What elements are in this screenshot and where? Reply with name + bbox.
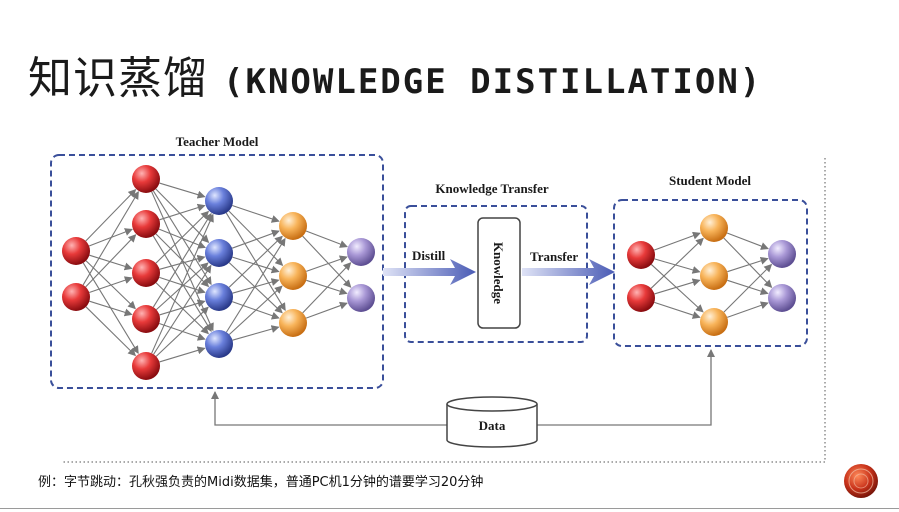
student-connection bbox=[726, 232, 769, 250]
teacher-connection bbox=[153, 264, 212, 355]
teacher-connection bbox=[159, 346, 206, 363]
teacher-input-node bbox=[62, 237, 90, 265]
student-connection bbox=[727, 301, 769, 318]
student-connection bbox=[727, 256, 769, 273]
student-connection bbox=[650, 264, 704, 313]
teacher-hidden2-node bbox=[205, 330, 233, 358]
footnote: 例：字节跳动：孔秋强负责的Midi数据集，普通PC机1分钟的谱要学习20分钟 bbox=[38, 475, 484, 490]
teacher-hidden3-node bbox=[279, 262, 307, 290]
teacher-connection bbox=[89, 300, 133, 317]
data-label: Data bbox=[479, 418, 506, 433]
teacher-connection bbox=[158, 228, 206, 249]
teacher-model-label: Teacher Model bbox=[176, 134, 259, 149]
student-model-label: Student Model bbox=[669, 173, 751, 188]
student-connection bbox=[723, 263, 773, 313]
student-output-node bbox=[768, 240, 796, 268]
teacher-connection bbox=[89, 276, 133, 293]
data-cylinder bbox=[446, 396, 538, 448]
teacher-connection bbox=[306, 279, 348, 296]
teacher-hidden1-node bbox=[132, 165, 160, 193]
student-connection bbox=[654, 258, 701, 274]
teacher-hidden3-node bbox=[279, 309, 307, 337]
student-hidden-node bbox=[700, 308, 728, 336]
teacher-hidden1-node bbox=[132, 305, 160, 333]
teacher-hidden1-node bbox=[132, 259, 160, 287]
knowledge-transfer-label: Knowledge Transfer bbox=[435, 181, 548, 196]
student-connection bbox=[650, 237, 704, 289]
teacher-input-node bbox=[62, 283, 90, 311]
teacher-connection bbox=[306, 255, 348, 272]
student-hidden-node bbox=[700, 214, 728, 242]
student-model-box bbox=[613, 199, 808, 347]
student-input-node bbox=[627, 284, 655, 312]
teacher-hidden1-node bbox=[132, 210, 160, 238]
teacher-connection bbox=[85, 234, 137, 288]
teacher-connection bbox=[228, 235, 283, 288]
slide-title: 知识蒸馏 (KNOWLEDGE DISTILLATION) bbox=[28, 42, 762, 106]
teacher-connection bbox=[155, 306, 209, 357]
teacher-output-node bbox=[347, 238, 375, 266]
teacher-connection bbox=[155, 188, 210, 244]
teacher-output-node bbox=[347, 284, 375, 312]
student-input-node bbox=[627, 241, 655, 269]
teacher-connection bbox=[305, 230, 348, 248]
teacher-hidden2-node bbox=[205, 187, 233, 215]
teacher-connection bbox=[302, 235, 352, 288]
distill-label: Distill bbox=[412, 248, 446, 263]
teacher-connection bbox=[225, 237, 286, 333]
teacher-hidden3-node bbox=[279, 212, 307, 240]
transfer-label: Transfer bbox=[530, 249, 578, 264]
red-orb-logo-icon bbox=[844, 464, 878, 498]
student-connection bbox=[723, 237, 773, 288]
student-connection bbox=[654, 278, 701, 295]
teacher-connection bbox=[151, 213, 214, 354]
teacher-connection bbox=[159, 182, 206, 199]
teacher-hidden2-node bbox=[205, 283, 233, 311]
teacher-connection bbox=[228, 262, 283, 314]
bottom-divider bbox=[0, 508, 899, 509]
student-connection bbox=[654, 301, 701, 319]
teacher-connection bbox=[228, 285, 283, 335]
teacher-connection bbox=[302, 262, 352, 314]
teacher-connection bbox=[159, 254, 206, 270]
teacher-connection bbox=[231, 229, 280, 249]
student-connection bbox=[727, 279, 769, 296]
teacher-connection bbox=[232, 204, 280, 223]
teacher-connection bbox=[85, 189, 137, 242]
knowledge-label: Knowledge bbox=[491, 242, 506, 304]
teacher-model-box bbox=[50, 154, 384, 389]
teacher-connection bbox=[159, 299, 206, 316]
teacher-hidden1-node bbox=[132, 352, 160, 380]
teacher-connection bbox=[82, 191, 139, 286]
slide-title-english: (KNOWLEDGE DISTILLATION) bbox=[223, 62, 763, 102]
teacher-connection bbox=[305, 301, 348, 319]
student-output-node bbox=[768, 284, 796, 312]
slide-title-chinese: 知识蒸馏 bbox=[28, 53, 208, 104]
teacher-connection bbox=[89, 254, 133, 271]
teacher-connection bbox=[88, 228, 133, 247]
teacher-connection bbox=[228, 210, 284, 267]
transfer-arrow bbox=[522, 259, 615, 285]
teacher-connection bbox=[232, 325, 280, 341]
teacher-connection bbox=[85, 306, 137, 357]
data-to-student-connector bbox=[537, 349, 715, 426]
data-to-teacher-connector bbox=[211, 391, 447, 426]
teacher-connection bbox=[232, 256, 280, 274]
distill-arrow bbox=[383, 259, 476, 285]
teacher-connection bbox=[155, 210, 210, 264]
teacher-connection bbox=[156, 262, 209, 311]
teacher-hidden2-node bbox=[205, 239, 233, 267]
student-connection bbox=[653, 231, 701, 251]
student-hidden-node bbox=[700, 262, 728, 290]
dotted-separator bbox=[62, 158, 826, 463]
teacher-connection bbox=[152, 212, 212, 308]
knowledge-box bbox=[477, 217, 521, 329]
teacher-connection bbox=[159, 203, 206, 221]
